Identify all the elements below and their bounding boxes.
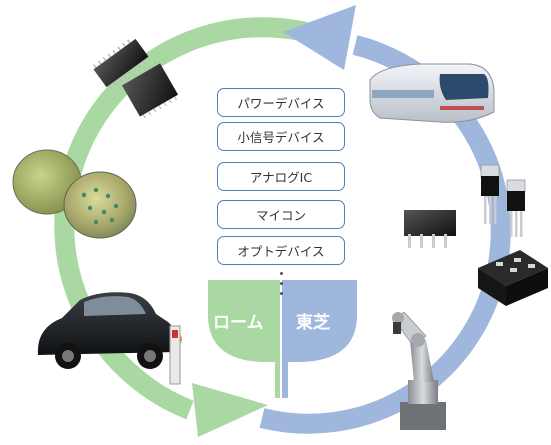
industrial-robot-icon — [392, 311, 446, 430]
rohm-leaf — [208, 280, 281, 398]
category-opto-device: オプトデバイス — [217, 236, 345, 265]
category-small-signal-device: 小信号デバイス — [217, 122, 345, 151]
category-analog-ic: アナログIC — [217, 162, 345, 191]
transistor-package-icon — [404, 164, 526, 248]
ic-chip-icon — [92, 38, 179, 119]
ellipsis-dot — [280, 292, 283, 295]
green-arrowhead — [192, 383, 268, 437]
ellipsis-dot — [280, 272, 283, 275]
category-power-device: パワーデバイス — [217, 88, 345, 117]
category-microcontroller: マイコン — [217, 200, 345, 229]
toshiba-leaf — [281, 280, 357, 398]
ellipsis-dot — [280, 282, 283, 285]
electric-car-icon — [37, 292, 182, 385]
company-label-rohm: ローム — [213, 313, 264, 333]
green-cycle-arc — [54, 17, 339, 420]
silicon-wafer-icon — [12, 149, 137, 239]
power-module-icon — [478, 250, 548, 306]
bullet-train-icon — [369, 63, 495, 123]
company-label-toshiba: 東芝 — [296, 313, 330, 333]
blue-arrowhead — [283, 5, 356, 70]
